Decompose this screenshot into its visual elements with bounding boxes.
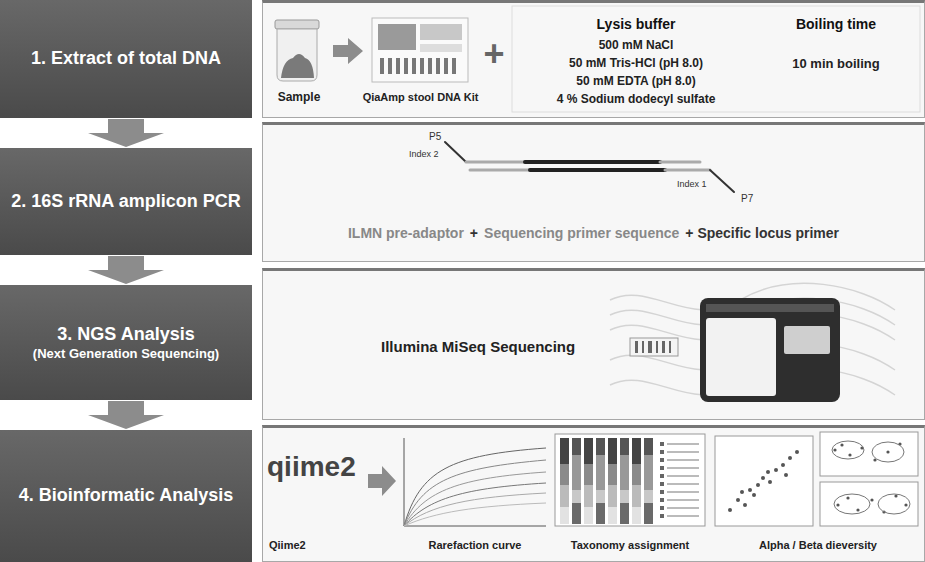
- caption-label: QiaAmp stool DNA Kit: [353, 91, 488, 104]
- primer-part: Sequencing primer sequence: [484, 225, 679, 241]
- step-title: 2. 16S rRNA amplicon PCR: [11, 191, 240, 213]
- reagent-line: 50 mM EDTA (pH 8.0): [521, 75, 751, 89]
- boiling-value: 10 min boiling: [761, 57, 911, 72]
- index-label: Index 1: [677, 179, 707, 189]
- plus-sign: +: [470, 225, 478, 241]
- reagent-line: 500 mM NaCl: [521, 39, 751, 53]
- reagent-line: 4 % Sodium dodecyl sulfate: [521, 93, 751, 107]
- step-title: 3. NGS Analysis: [57, 324, 194, 346]
- column-heading: Lysis buffer: [521, 16, 751, 32]
- adaptor-label: P5: [429, 131, 441, 143]
- column-heading: Boiling time: [761, 16, 911, 32]
- qiime-logo: qiime2: [267, 451, 356, 483]
- caption-label: Rarefaction curve: [401, 539, 549, 552]
- step-box: 4. Bioinformatic Analysis: [0, 430, 252, 562]
- adaptor-label: P7: [741, 193, 753, 205]
- stage-panel: qiime2Qiime2 Rarefaction curveTaxonomy as…: [262, 425, 925, 562]
- caption-label: Sample: [267, 91, 331, 105]
- flow-arrow: [88, 401, 164, 429]
- flow-arrow: [88, 256, 164, 284]
- stage-panel: Illumina MiSeq Sequencing: [262, 268, 925, 420]
- primer-caption-row: ILMN pre-adaptor + Sequencing primer seque…: [263, 225, 924, 241]
- stage-panel: Sample QiaAmp stool DNA Kit + Lysis buffer 5…: [262, 0, 925, 118]
- caption-label: Qiime2: [269, 539, 306, 552]
- reagent-line: 50 mM Tris-HCl (pH 8.0): [521, 57, 751, 71]
- step-box: 3. NGS Analysis(Next Generation Sequenci…: [0, 285, 252, 400]
- step-title: 4. Bioinformatic Analysis: [19, 485, 233, 507]
- flow-arrow: [88, 119, 164, 147]
- step-box: 1. Extract of total DNA: [0, 0, 252, 118]
- stage-panel: P5Index 2 Index 1 P7ILMN pre-adaptor + Seque…: [262, 122, 925, 262]
- primer-part: + Specific locus primer: [685, 225, 839, 241]
- plus-sign: +: [477, 33, 511, 74]
- primer-part: ILMN pre-adaptor: [348, 225, 464, 241]
- index-label: Index 2: [409, 149, 439, 159]
- step-subtitle: (Next Generation Sequencing): [33, 346, 219, 362]
- caption-label: Taxonomy assignment: [549, 539, 711, 552]
- method-label: Illumina MiSeq Sequencing: [381, 338, 575, 355]
- step-title: 1. Extract of total DNA: [31, 48, 221, 70]
- step-box: 2. 16S rRNA amplicon PCR: [0, 148, 252, 255]
- caption-label: Alpha / Beta dieversity: [713, 539, 923, 552]
